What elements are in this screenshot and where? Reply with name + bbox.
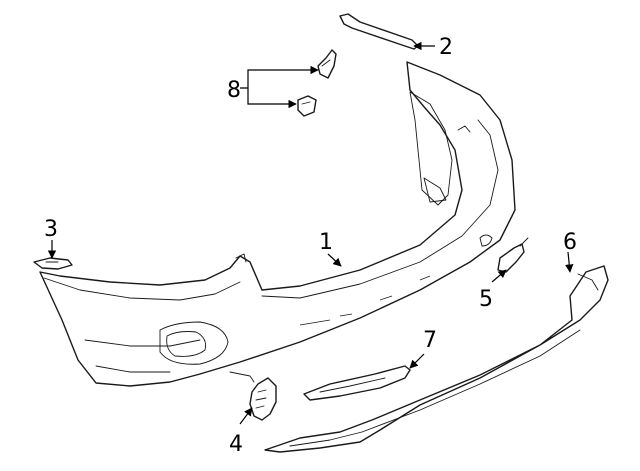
- callout-3: 3: [44, 217, 58, 242]
- callout-5: 5: [479, 287, 493, 312]
- callout-labels: 1 2 3 4 5 6 7 8: [44, 35, 577, 457]
- callout-7: 7: [423, 328, 437, 353]
- callout-2: 2: [439, 35, 453, 60]
- trim-panel: [303, 365, 411, 401]
- callout-8: 8: [227, 78, 241, 103]
- leader-lines: [47, 41, 574, 425]
- side-bracket: [33, 257, 73, 270]
- lower-valance: [264, 265, 609, 453]
- reflector-bracket: [249, 377, 277, 421]
- callout-6: 6: [563, 230, 577, 255]
- bumper-cover: [39, 61, 516, 387]
- bumper-strip: [339, 13, 419, 50]
- retainer-clips: [297, 49, 337, 117]
- small-bracket: [497, 237, 529, 273]
- callout-1: 1: [319, 230, 333, 255]
- callout-4: 4: [229, 432, 243, 457]
